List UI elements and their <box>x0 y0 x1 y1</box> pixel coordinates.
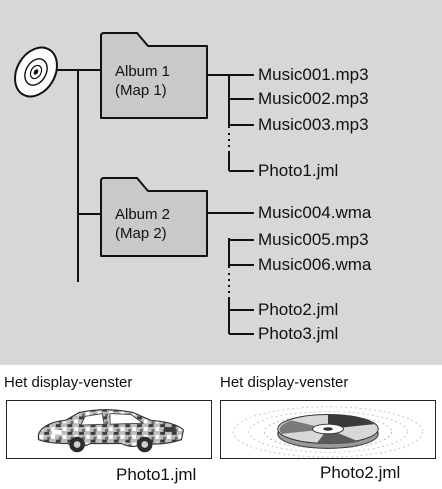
file-item[interactable]: Photo3.jml <box>258 324 339 343</box>
file-item[interactable]: Music001.mp3 <box>258 65 369 84</box>
file-item[interactable]: Music006.wma <box>258 255 372 274</box>
display-window-photo1 <box>6 400 212 459</box>
display-caption: Het display-venster <box>4 374 133 391</box>
folder-icon[interactable] <box>100 32 208 119</box>
file-item[interactable]: Music002.mp3 <box>258 89 369 108</box>
car-photo <box>37 409 185 453</box>
folder-icon[interactable] <box>100 177 208 257</box>
file-item[interactable]: Photo2.jml <box>258 300 339 319</box>
display-photo-name: Photo1.jml <box>116 465 197 484</box>
display-window-photo2 <box>220 400 436 459</box>
folder-tree-panel: Album 1 (Map 1) Album 2 (Map 2) Music001… <box>0 0 442 365</box>
disc-photo <box>232 406 424 458</box>
file-item[interactable]: Music004.wma <box>258 203 372 222</box>
file-item[interactable]: Music005.mp3 <box>258 230 369 249</box>
file-item[interactable]: Music003.mp3 <box>258 115 369 134</box>
file-item[interactable]: Photo1.jml <box>258 161 339 180</box>
display-caption: Het display-venster <box>220 374 349 391</box>
display-photo-name: Photo2.jml <box>320 463 401 482</box>
disc-icon[interactable] <box>7 40 66 104</box>
folder-tree <box>7 32 254 335</box>
